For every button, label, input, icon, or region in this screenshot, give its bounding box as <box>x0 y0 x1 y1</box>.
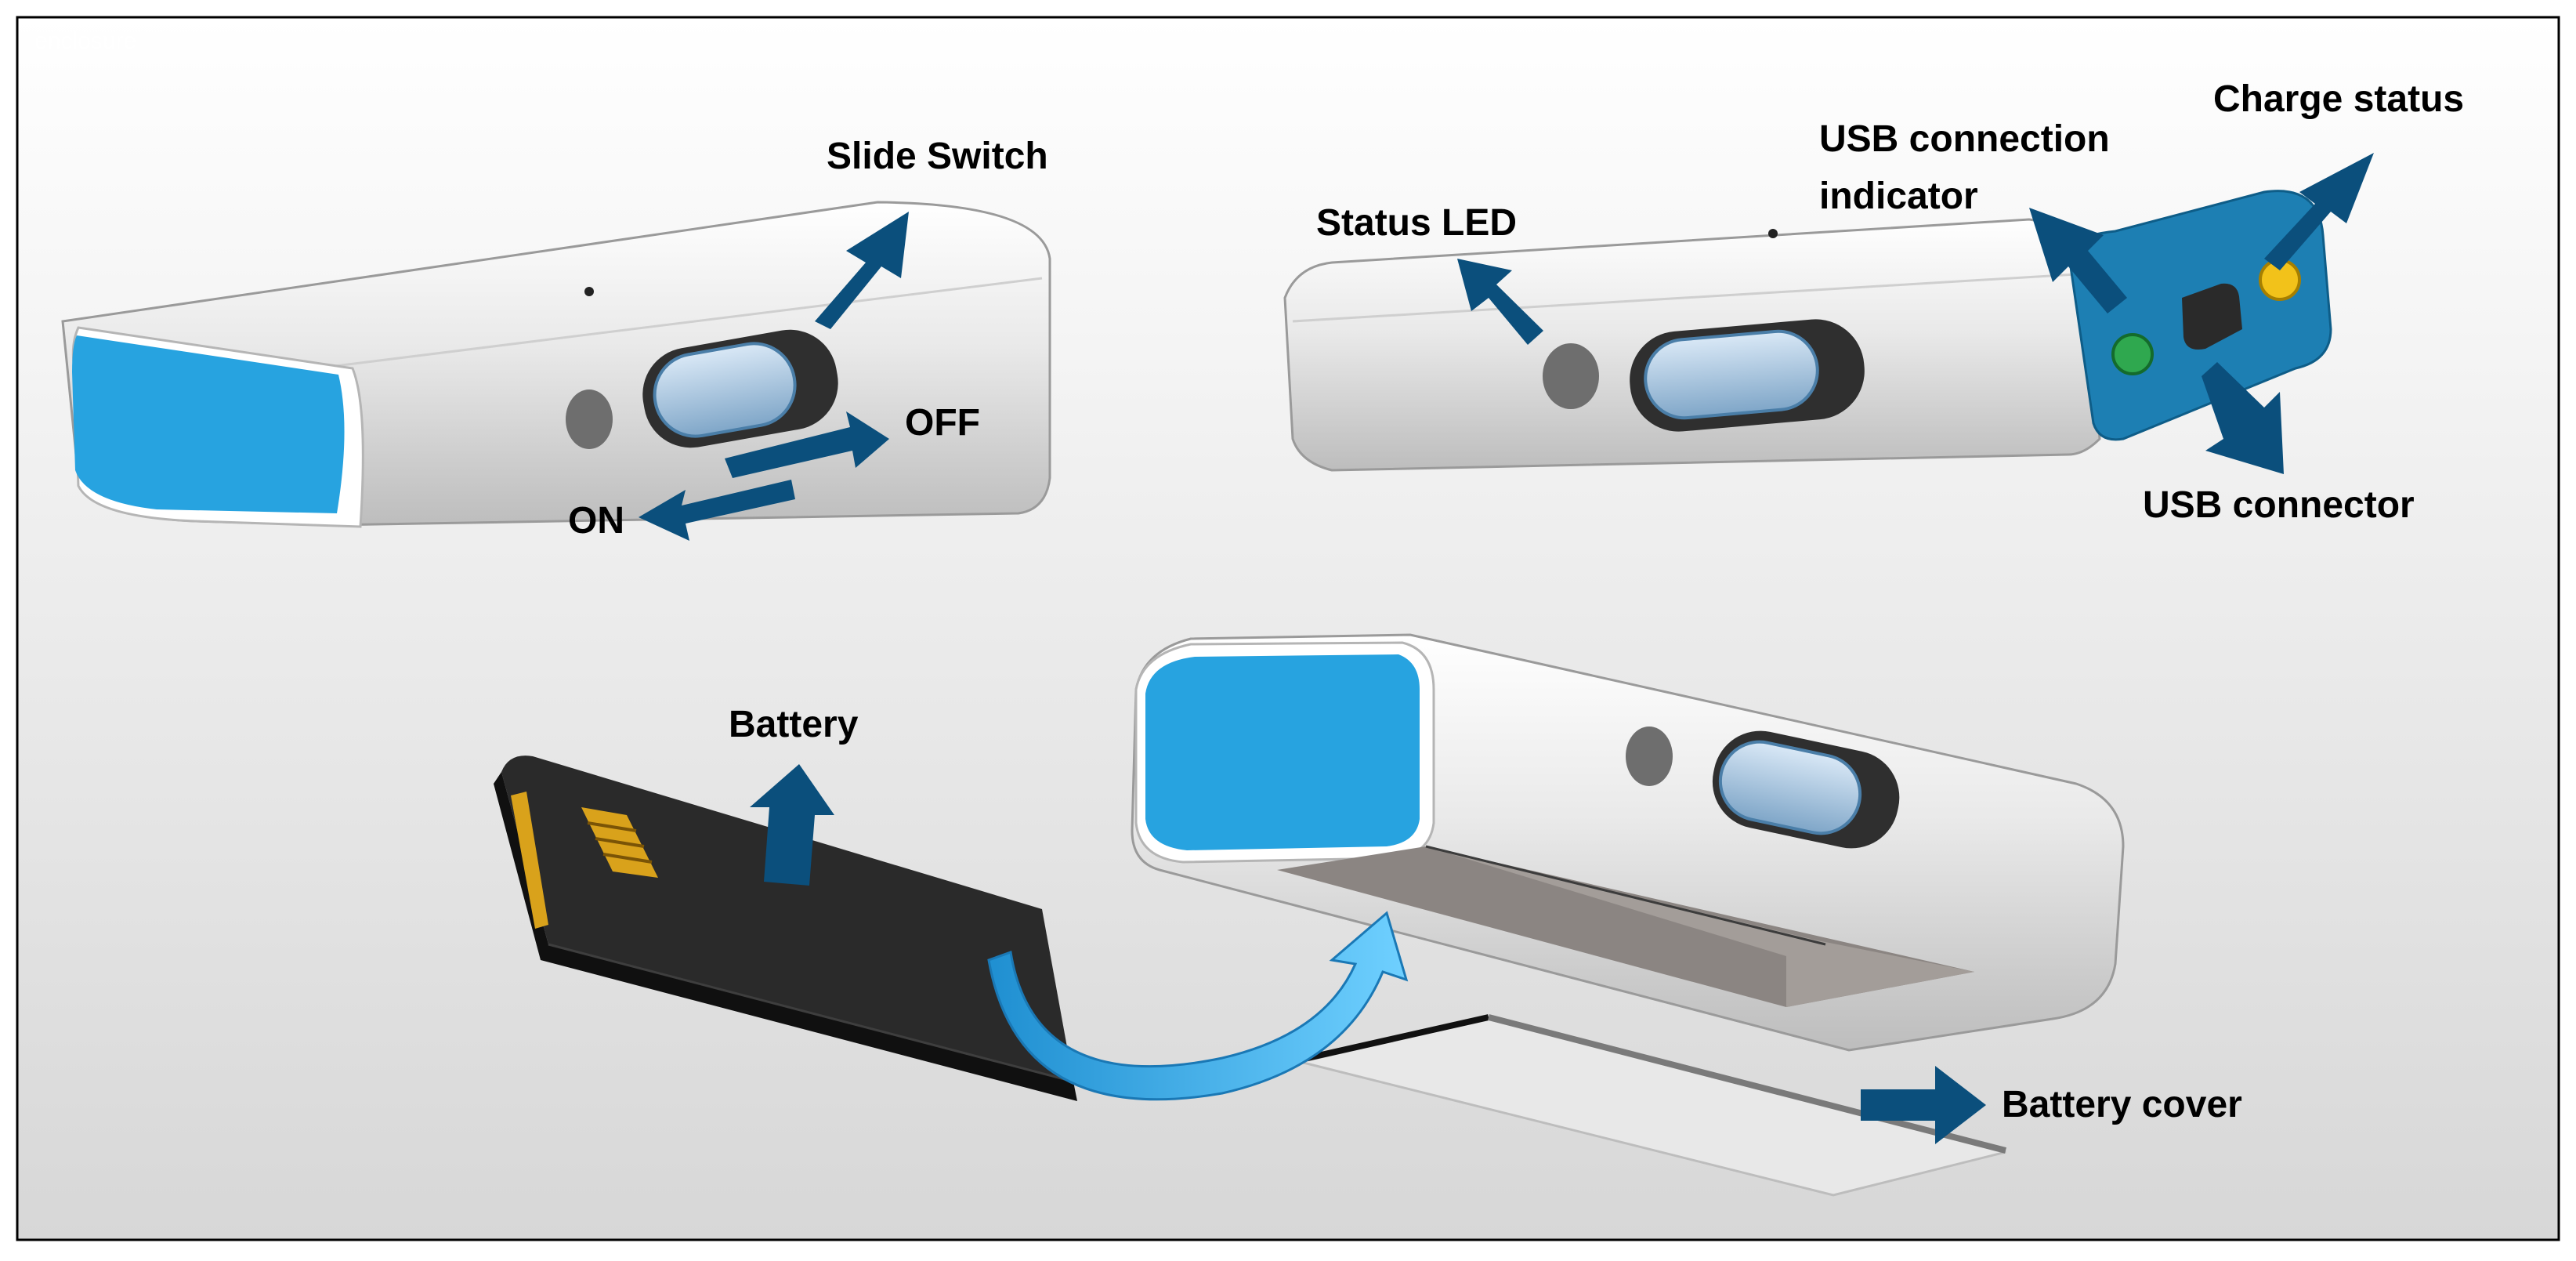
label-usb-connection-indicator-2: indicator <box>1819 176 1978 217</box>
label-usb-connector: USB connector <box>2143 484 2415 526</box>
battery <box>494 756 1077 1101</box>
label-off: OFF <box>905 402 980 444</box>
corner-caption: enclosure <box>34 28 136 54</box>
label-battery-cover: Battery cover <box>2002 1084 2242 1125</box>
status-led <box>1543 343 1599 409</box>
bottom-blue-panel <box>1145 654 1420 850</box>
pinhole-2 <box>1768 229 1778 238</box>
status-led-hole <box>566 390 613 449</box>
slide-switch-knob-3 <box>1718 740 1862 835</box>
status-led-arrow <box>1457 259 1543 345</box>
label-status-led: Status LED <box>1316 202 1517 244</box>
slide-switch-knob-2 <box>1644 329 1819 420</box>
usb-connection-indicator-led <box>2111 333 2154 375</box>
usb-connector-port <box>2182 283 2242 350</box>
off-arrow <box>725 411 889 478</box>
label-charge-status: Charge status <box>2213 78 2464 120</box>
usb-connection-indicator-arrow <box>2029 208 2127 313</box>
charge-status-arrow <box>2264 153 2374 270</box>
battery-cover-arrow <box>1861 1066 1986 1144</box>
enclosure-bottom-view <box>1131 633 2125 1052</box>
usb-connector-arrow <box>2202 362 2284 474</box>
on-arrow <box>639 480 795 541</box>
status-led-hole-3 <box>1626 727 1673 786</box>
label-slide-switch: Slide Switch <box>827 136 1048 177</box>
front-blue-panel <box>72 335 345 513</box>
battery-edge-contacts <box>511 792 548 929</box>
label-usb-connection-indicator-1: USB connection <box>1819 118 2110 160</box>
pinhole <box>584 287 594 296</box>
label-battery: Battery <box>729 704 859 745</box>
battery-arrow <box>750 764 834 886</box>
battery-cover <box>1300 1014 2006 1197</box>
insert-battery-arrow <box>987 911 1409 1101</box>
slide-switch-arrow <box>815 212 909 329</box>
label-on: ON <box>568 500 624 542</box>
slide-switch-knob <box>653 342 797 438</box>
